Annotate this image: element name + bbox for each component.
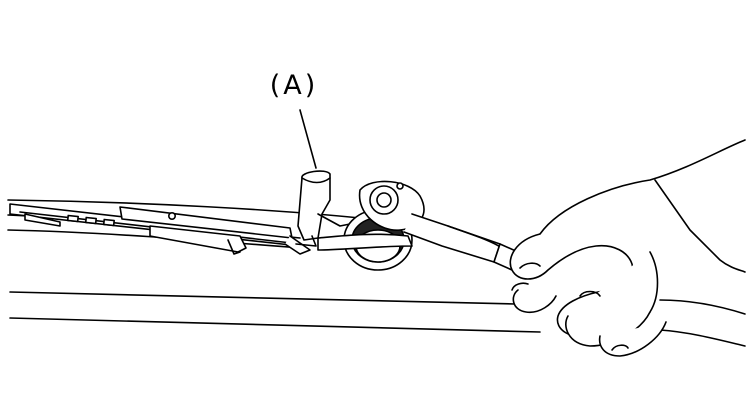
ratchet-wrench xyxy=(358,180,519,271)
callout-label-a: (A) xyxy=(269,70,319,101)
callout-leader-line xyxy=(299,109,317,169)
hand xyxy=(509,139,746,357)
arm-pivot-link xyxy=(317,233,413,251)
wiper-arm xyxy=(9,203,311,255)
